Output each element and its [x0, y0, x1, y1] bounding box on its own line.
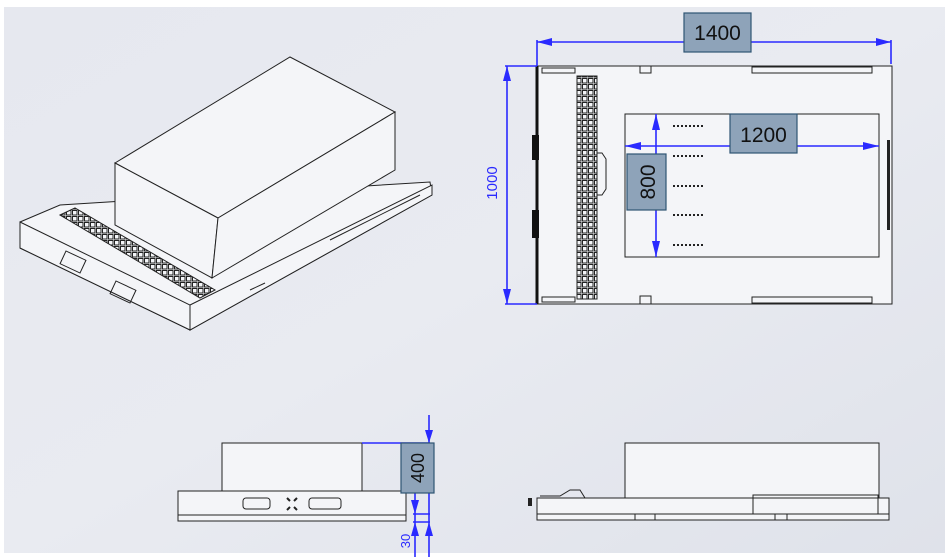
dimension-label-800: 800	[637, 164, 660, 199]
dimension-400: 400 30	[362, 415, 435, 557]
top-view	[532, 65, 893, 305]
front-view	[177, 442, 407, 522]
dimension-label-1400: 1400	[694, 22, 741, 45]
dimension-label-1000: 1000	[484, 166, 501, 199]
dimension-label-30: 30	[398, 534, 413, 548]
side-view	[528, 442, 890, 521]
dimension-1200: 1200	[625, 113, 879, 154]
dimension-800: 800	[626, 114, 667, 257]
dimension-label-400: 400	[408, 453, 428, 483]
dimension-1400: 1400	[536, 12, 892, 66]
isometric-view	[19, 56, 433, 331]
dimension-1000: 1000	[484, 65, 537, 305]
dimension-label-1200: 1200	[740, 124, 787, 147]
